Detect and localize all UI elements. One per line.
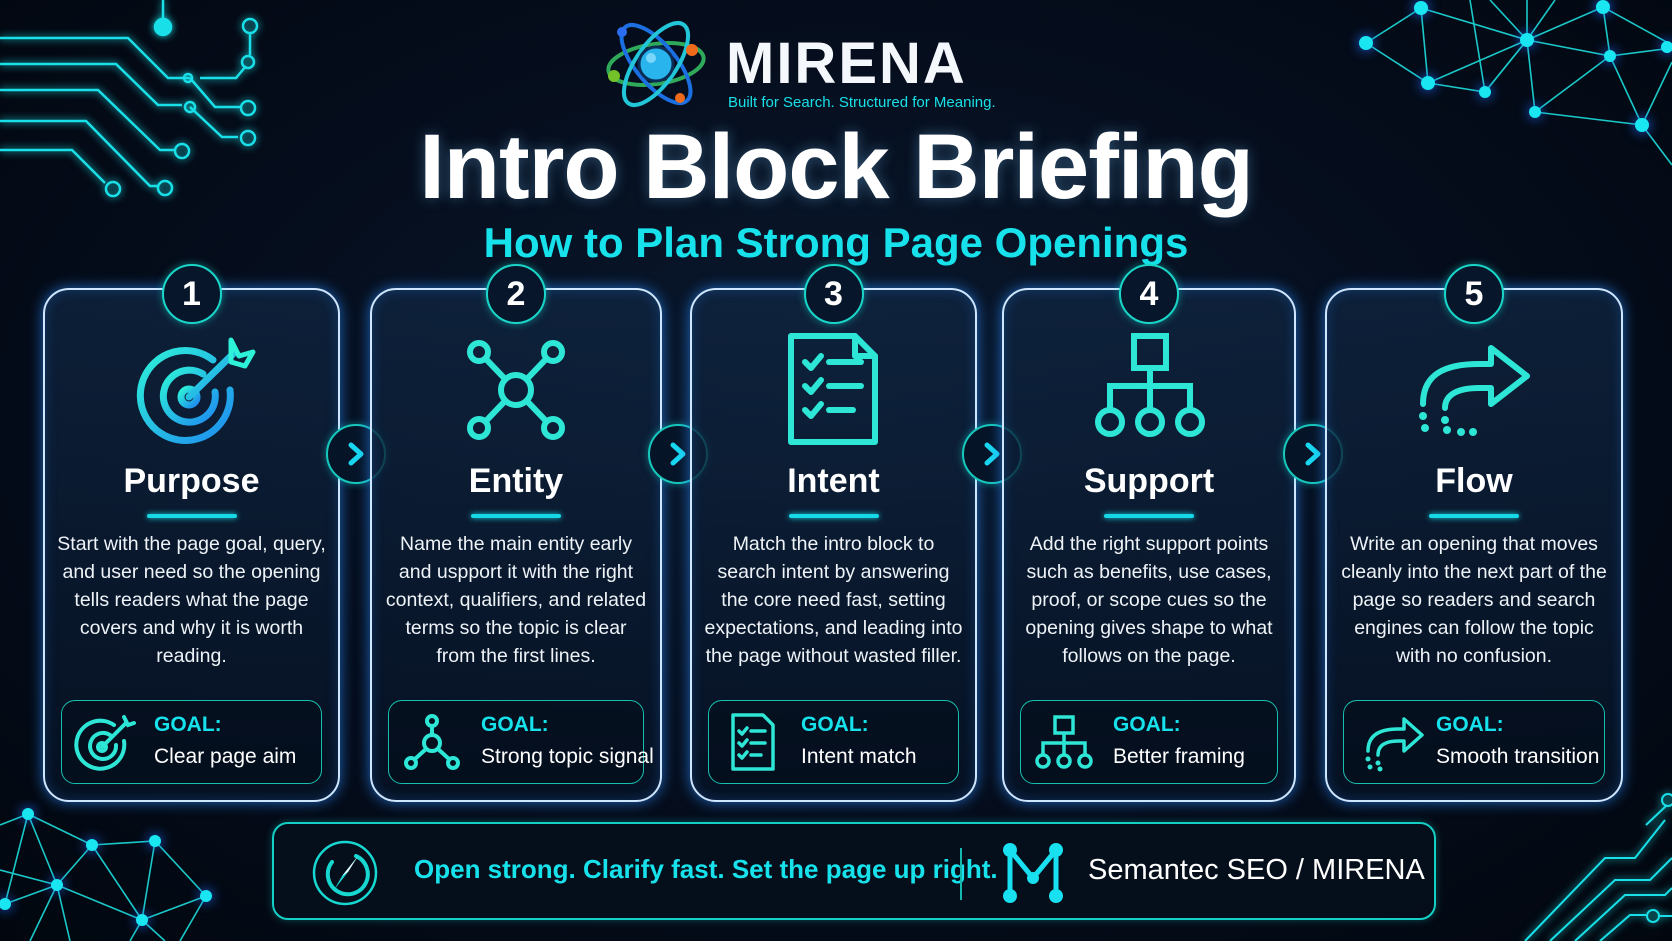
goal-label: GOAL: bbox=[154, 713, 222, 736]
m-network-logo-icon bbox=[1003, 843, 1063, 903]
step-title: Intent bbox=[787, 462, 880, 500]
goal-box: GOAL: Clear page aim bbox=[61, 700, 322, 784]
step-description: Start with the page goal, query, and use… bbox=[57, 533, 326, 667]
step-number-badge: 4 bbox=[1119, 264, 1179, 324]
entity-network-icon bbox=[467, 340, 565, 440]
goal-label: GOAL: bbox=[1436, 713, 1504, 736]
goal-label: GOAL: bbox=[481, 713, 549, 736]
title-underline bbox=[788, 514, 879, 518]
goal-value: Smooth transition bbox=[1436, 745, 1600, 768]
step-description: Add the right support points such as ben… bbox=[1025, 533, 1273, 667]
step-description: Match the intro block to search intent b… bbox=[704, 533, 963, 667]
target-arrow-icon bbox=[136, 337, 255, 444]
checklist-document-icon bbox=[731, 713, 775, 771]
entity-network-icon bbox=[404, 714, 460, 770]
step-card-support: 4 Support Add the right support points s… bbox=[1002, 264, 1296, 802]
step-card-purpose: 1 Purpose Start with the page goal, quer… bbox=[43, 264, 340, 802]
step-title: Support bbox=[1083, 462, 1215, 500]
curved-arrow-flow-icon bbox=[1419, 345, 1530, 436]
goal-box: GOAL: Better framing bbox=[1020, 700, 1278, 784]
chevron-right-icon bbox=[348, 442, 364, 466]
goal-box: GOAL: Strong topic signal bbox=[388, 700, 654, 784]
checklist-document-icon bbox=[787, 333, 878, 445]
step-card-entity: 2 Entity Name the main entity early and … bbox=[370, 264, 662, 802]
goal-label: GOAL: bbox=[1113, 713, 1181, 736]
title-underline bbox=[471, 514, 561, 518]
goal-box: GOAL: Smooth transition bbox=[1343, 700, 1605, 784]
title-underline bbox=[146, 514, 237, 518]
brand-logo: MIRENA Built for Search. Structured for … bbox=[600, 18, 1020, 111]
atom-logo-icon bbox=[606, 21, 706, 107]
compass-icon bbox=[312, 840, 378, 906]
step-card-intent: 3 Intent Match the intro block to search… bbox=[690, 264, 977, 802]
step-card-flow: 5 Flow Write an opening that moves clean… bbox=[1325, 264, 1623, 802]
brand-name: MIRENA bbox=[726, 31, 967, 96]
step-title: Entity bbox=[468, 462, 564, 500]
target-arrow-icon bbox=[74, 715, 136, 771]
title-underline bbox=[1104, 514, 1194, 518]
title-underline bbox=[1429, 514, 1519, 518]
step-title: Flow bbox=[1435, 462, 1513, 500]
hierarchy-tree-icon bbox=[1095, 333, 1205, 437]
page-title: Intro Block Briefing bbox=[419, 116, 1254, 218]
goal-value: Clear page aim bbox=[154, 745, 297, 768]
goal-label: GOAL: bbox=[801, 713, 869, 736]
divider bbox=[960, 848, 962, 900]
step-description: Name the main entity early and uspport i… bbox=[385, 533, 647, 667]
footer-slogan: Open strong. Clarify fast. Set the page … bbox=[414, 854, 998, 884]
chevron-right-icon bbox=[1305, 442, 1321, 466]
chevron-right-icon bbox=[670, 442, 686, 466]
goal-value: Better framing bbox=[1113, 745, 1245, 768]
footer-brand-text: Semantec SEO / MIRENA bbox=[1088, 854, 1425, 886]
step-number-badge: 3 bbox=[803, 264, 864, 324]
step-description: Write an opening that moves cleanly into… bbox=[1341, 533, 1607, 667]
hierarchy-tree-icon bbox=[1035, 715, 1093, 769]
step-number-badge: 5 bbox=[1444, 264, 1504, 324]
chevron-right-icon bbox=[984, 442, 1000, 466]
goal-box: GOAL: Intent match bbox=[708, 700, 959, 784]
goal-value: Strong topic signal bbox=[481, 745, 654, 768]
step-number-badge: 1 bbox=[161, 264, 222, 324]
footer-banner: Open strong. Clarify fast. Set the page … bbox=[272, 822, 1436, 920]
goal-value: Intent match bbox=[801, 745, 917, 768]
curved-arrow-flow-icon bbox=[1365, 717, 1424, 772]
step-number-badge: 2 bbox=[486, 264, 546, 324]
page-subtitle: How to Plan Strong Page Openings bbox=[483, 219, 1189, 266]
step-title: Purpose bbox=[123, 462, 260, 500]
brand-tagline: Built for Search. Structured for Meaning… bbox=[728, 94, 996, 111]
